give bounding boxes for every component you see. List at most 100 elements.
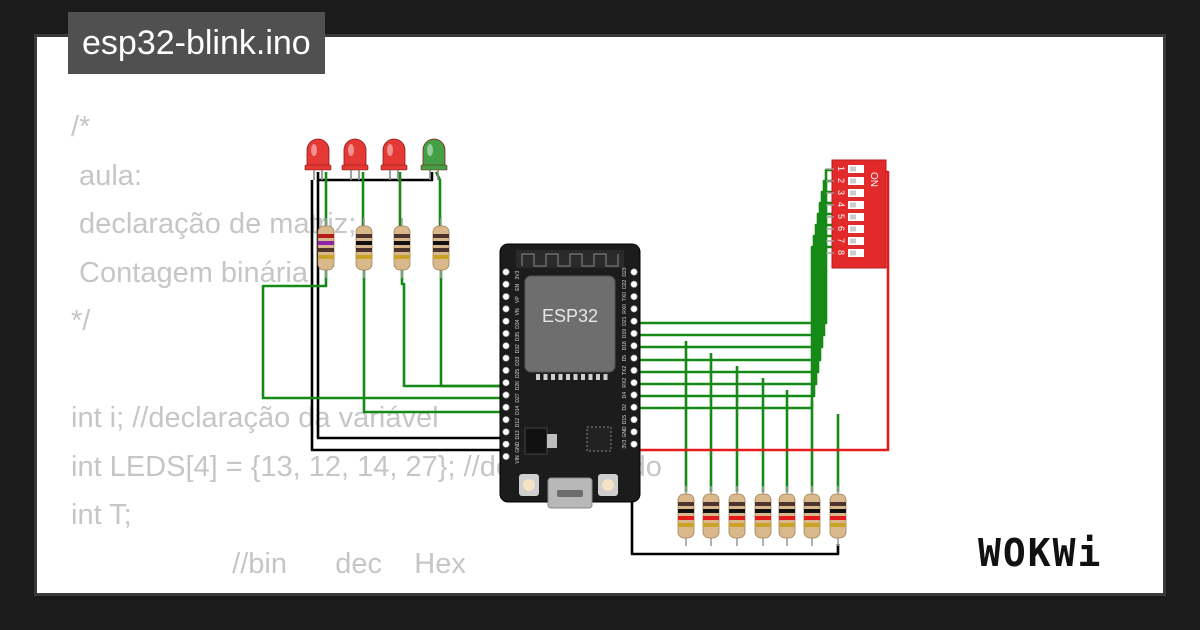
pin-label: 3V3	[622, 440, 628, 449]
en-button[interactable]	[519, 474, 539, 496]
pin-label: TX0	[622, 292, 628, 301]
module-pad	[581, 374, 585, 380]
pin-label: D21	[622, 316, 628, 325]
pin-label: D14	[515, 406, 521, 415]
wire	[400, 270, 506, 388]
led-resistors	[317, 218, 450, 278]
pin-hole[interactable]	[502, 268, 510, 276]
led-green[interactable]	[420, 138, 448, 180]
code-line: int T;	[71, 499, 132, 531]
pin-label: D4	[622, 392, 628, 399]
module-pad	[603, 374, 608, 380]
module-pad	[551, 374, 555, 380]
dip-on-label: ON	[868, 172, 879, 187]
pin-hole[interactable]	[630, 317, 638, 325]
pin-label: EN	[515, 283, 521, 290]
usb-uart-chip	[586, 426, 612, 452]
pin-hole[interactable]	[630, 305, 638, 313]
pin-hole[interactable]	[630, 366, 638, 374]
dip-number: 7	[836, 238, 846, 243]
led-group	[304, 138, 448, 180]
pin-hole[interactable]	[502, 305, 510, 313]
resistor[interactable]	[317, 218, 335, 278]
resistor[interactable]	[728, 486, 746, 546]
resistor[interactable]	[829, 486, 847, 546]
module-pad	[558, 374, 563, 380]
pin-hole[interactable]	[502, 379, 510, 387]
pin-hole[interactable]	[502, 293, 510, 301]
pin-hole[interactable]	[630, 391, 638, 399]
wire	[316, 172, 434, 182]
pin-hole[interactable]	[502, 391, 510, 399]
resistor[interactable]	[355, 218, 373, 278]
right-pin-header: D23D22TX0RX0D21D19D18D5TX2RX2D4D2D15GND3…	[622, 267, 638, 449]
wire	[634, 179, 834, 337]
boot-button[interactable]	[598, 474, 618, 496]
pin-hole[interactable]	[630, 280, 638, 288]
esp32-board[interactable]: ESP32 3V3ENVPVND34D35D32D33D25D26D27D14D…	[499, 243, 641, 509]
pin-label: RX2	[622, 378, 628, 388]
led-red[interactable]	[341, 138, 369, 180]
pin-hole[interactable]	[502, 452, 510, 460]
pin-hole[interactable]	[502, 416, 510, 424]
pin-hole[interactable]	[502, 428, 510, 436]
pin-label: D25	[515, 369, 521, 378]
dip-number: 8	[836, 250, 846, 255]
pin-hole[interactable]	[502, 280, 510, 288]
pin-hole[interactable]	[502, 329, 510, 337]
wire	[261, 270, 506, 400]
module-pad	[596, 374, 600, 380]
led-red[interactable]	[380, 138, 408, 180]
pin-hole[interactable]	[502, 366, 510, 374]
pin-hole[interactable]	[502, 342, 510, 350]
dip-number: 5	[836, 214, 846, 219]
pin-hole[interactable]	[630, 293, 638, 301]
chip-label: ESP32	[542, 306, 598, 326]
wire	[634, 170, 890, 452]
resistor[interactable]	[778, 486, 796, 546]
pin-label: D22	[622, 280, 628, 289]
resistor[interactable]	[432, 218, 450, 278]
wire	[362, 270, 506, 414]
pin-hole[interactable]	[630, 268, 638, 276]
pin-label: D27	[515, 393, 521, 402]
pin-hole[interactable]	[502, 317, 510, 325]
dip-lever	[850, 166, 856, 172]
resistor[interactable]	[702, 486, 720, 546]
pin-hole[interactable]	[630, 440, 638, 448]
resistor[interactable]	[677, 486, 695, 546]
pin-hole[interactable]	[630, 403, 638, 411]
pin-label: VIN	[515, 455, 521, 464]
resistor[interactable]	[803, 486, 821, 546]
pin-label: D19	[622, 329, 628, 338]
module-pad	[573, 374, 578, 380]
pin-hole[interactable]	[502, 354, 510, 362]
resistor[interactable]	[393, 218, 411, 278]
code-line: //bin dec Hex	[71, 547, 466, 580]
pin-label: D33	[515, 356, 521, 365]
pin-label: D5	[622, 355, 628, 362]
wire	[634, 168, 834, 325]
pin-label: D23	[622, 267, 628, 276]
led-red[interactable]	[304, 138, 332, 180]
pin-hole[interactable]	[630, 354, 638, 362]
dip-number: 4	[836, 202, 846, 207]
file-title[interactable]: esp32-blink.ino	[68, 12, 325, 74]
pin-label: D2	[622, 404, 628, 411]
pin-label: VP	[515, 296, 521, 303]
resistor[interactable]	[754, 486, 772, 546]
pin-hole[interactable]	[630, 416, 638, 424]
wire	[439, 270, 506, 388]
dip-lever	[850, 238, 856, 244]
pin-hole[interactable]	[630, 342, 638, 350]
voltage-regulator	[524, 427, 548, 455]
pin-hole[interactable]	[502, 403, 510, 411]
pin-hole[interactable]	[630, 428, 638, 436]
dip-lever	[850, 226, 856, 232]
pin-hole[interactable]	[630, 379, 638, 387]
pin-label: D12	[515, 418, 521, 427]
pin-hole[interactable]	[630, 329, 638, 337]
pin-hole[interactable]	[502, 440, 510, 448]
